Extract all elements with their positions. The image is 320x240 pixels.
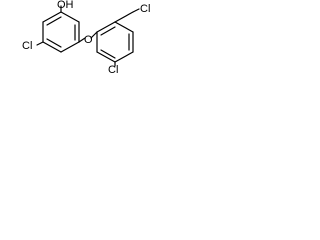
dichlorophenyl-ring bbox=[96, 11, 134, 63]
bond bbox=[114, 21, 134, 33]
bond bbox=[114, 51, 134, 63]
chlorine-left-label: Cl bbox=[22, 40, 32, 52]
bond bbox=[96, 21, 116, 33]
hydroxyl-label: OH bbox=[57, 0, 74, 11]
bond-ether-right bbox=[90, 31, 98, 39]
bond bbox=[96, 51, 116, 63]
double-bond-inner bbox=[46, 16, 62, 26]
double-bond-inner bbox=[100, 26, 116, 36]
bond bbox=[42, 41, 62, 53]
molecule-structure: OH O Cl Cl Cl bbox=[22, 0, 150, 74]
bond-cl-top-right bbox=[132, 8, 140, 13]
chlorine-top-right-label: Cl bbox=[140, 3, 150, 15]
double-bond-inner bbox=[46, 38, 62, 48]
bond bbox=[42, 11, 62, 23]
bond-cl-left bbox=[36, 41, 44, 46]
double-bond-inner bbox=[100, 49, 116, 59]
bond bbox=[60, 11, 80, 23]
phenol-ring bbox=[42, 11, 80, 53]
bond bbox=[60, 41, 80, 53]
bond-ether-left bbox=[78, 37, 86, 43]
ether-oxygen-label: O bbox=[84, 34, 93, 46]
bond bbox=[114, 11, 134, 23]
chlorine-bottom-right-label: Cl bbox=[108, 64, 118, 74]
